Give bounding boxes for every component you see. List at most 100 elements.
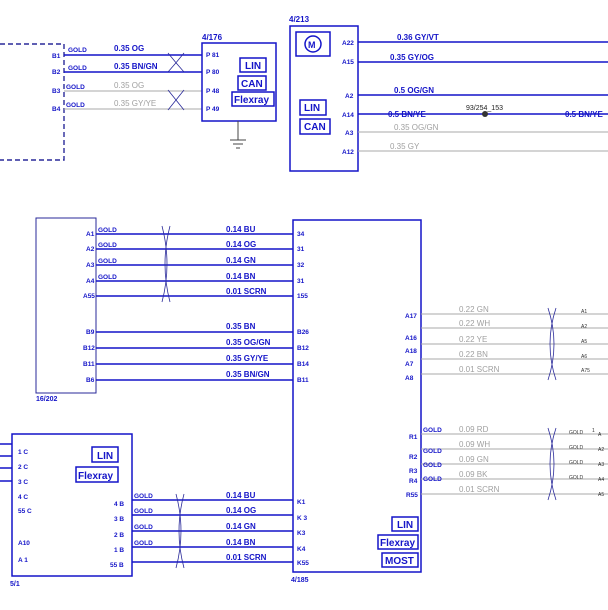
- gold-contact-label: GOLD: [134, 508, 153, 515]
- wire-label: 0.5 BN/YE: [565, 110, 603, 119]
- pin-label: A4: [598, 477, 604, 483]
- wire-label: 0.01 SCRN: [459, 365, 500, 374]
- pin-label: A16: [405, 335, 417, 342]
- pin-label: B3: [52, 88, 61, 95]
- pin-label: B4: [52, 106, 61, 113]
- pin-label: K4: [297, 546, 306, 553]
- pin-label: 4 B: [114, 501, 124, 508]
- gold-contact-label: GOLD: [569, 460, 584, 466]
- bus-box-flexray: [377, 534, 419, 550]
- pin-label: B12: [83, 345, 95, 352]
- wire-label: 0.09 RD: [459, 425, 489, 434]
- pin-label: B14: [297, 361, 309, 368]
- twisted-pair-marker: [175, 493, 185, 569]
- wire: [0, 443, 12, 482]
- pin-label: P 48: [206, 88, 220, 95]
- bus-box-lin: [91, 446, 119, 463]
- pin-label: R3: [409, 468, 418, 475]
- dashed-connector-top-left: [0, 43, 65, 161]
- gold-contact-label: GOLD: [66, 102, 85, 109]
- pin-label: A22: [342, 40, 354, 47]
- pin-label: A18: [405, 348, 417, 355]
- bus-label: MOST: [385, 556, 414, 567]
- ground-symbol: [230, 121, 246, 149]
- motor-label: M: [308, 40, 316, 50]
- pin-label: B12: [297, 345, 309, 352]
- wire-label: 0.09 WH: [459, 440, 490, 449]
- wire-label: 0.35 GY/YE: [226, 354, 269, 363]
- gold-contact-label: GOLD: [569, 445, 584, 451]
- pin-label: K55: [297, 560, 309, 567]
- pin-label: 2 B: [114, 532, 124, 539]
- pin-label: 3 C: [18, 479, 28, 486]
- component-4-185: [292, 219, 422, 573]
- pin-label: A2: [345, 93, 354, 100]
- left-pins-top: B1 B2 B3 B4 GOLD GOLD GOLD GOLD: [52, 47, 87, 113]
- gold-contact-label: GOLD: [98, 242, 117, 249]
- pin-label: A7: [405, 361, 414, 368]
- bus-box-can: [237, 75, 267, 91]
- bus-label: Flexray: [78, 471, 113, 482]
- splice-label: 93/254_153: [466, 105, 503, 112]
- gold-contact-label: GOLD: [569, 430, 584, 436]
- component-label: 4/185: [291, 577, 309, 584]
- pin-label: A: [598, 432, 602, 438]
- wire-label: 0.22 WH: [459, 319, 490, 328]
- bus-box-lin: [299, 99, 327, 116]
- wire-label: 0.35 OG/GN: [226, 338, 271, 347]
- pin-label: 4 C: [18, 494, 28, 501]
- bus-label: LIN: [97, 451, 113, 462]
- component-5-1: [11, 433, 133, 577]
- pin-label: 55 B: [110, 562, 124, 569]
- pin-label: P 80: [206, 69, 220, 76]
- pin-label: A8: [405, 375, 414, 382]
- component-label: 4/176: [202, 33, 223, 42]
- wire-label: 0.14 GN: [226, 256, 256, 265]
- wire-label: 0.14 OG: [226, 506, 256, 515]
- wire-label: 0.35 OG: [114, 81, 144, 90]
- pin-label: 55 C: [18, 508, 32, 515]
- gold-contact-label: GOLD: [134, 540, 153, 547]
- far-right-pins-b: GOLD GOLD GOLD GOLD 1 A A2 A3 A4 A5: [569, 428, 604, 498]
- pin-label: 1: [592, 428, 595, 434]
- wire-label: 0.35 GY/YE: [114, 99, 156, 108]
- gold-contact-label: GOLD: [68, 65, 87, 72]
- pin-label: A 1: [18, 557, 28, 564]
- wire-label: 0.14 BU: [226, 491, 256, 500]
- bus-box-flexray: [75, 466, 119, 483]
- splice-point-icon: [482, 111, 488, 117]
- wire-label: 0.35 BN/GN: [114, 62, 158, 71]
- twisted-pair-marker: [547, 307, 557, 381]
- gold-contact-label: GOLD: [98, 227, 117, 234]
- twisted-pair-marker: [161, 225, 171, 303]
- bus-box-lin: [391, 516, 419, 532]
- bus-box-most: [381, 552, 419, 568]
- wire-label: 0.14 OG: [226, 240, 256, 249]
- wire-label: 0.35 GY/OG: [390, 53, 434, 62]
- twisted-pair-marker: [167, 52, 185, 111]
- pin-label: 1 C: [18, 449, 28, 456]
- pin-label: 31: [297, 246, 305, 253]
- bus-box-flexray: [231, 91, 275, 107]
- pin-label: K 3: [297, 515, 308, 522]
- pin-label: A55: [83, 293, 95, 300]
- pin-label: B6: [86, 377, 95, 384]
- wire-label: 0.35 BN/GN: [226, 370, 270, 379]
- wire-label: 0.35 OG/GN: [394, 123, 439, 132]
- bus-label: Flexray: [234, 95, 269, 106]
- wire-label: 0.5 OG/GN: [394, 86, 434, 95]
- pin-label: A15: [342, 59, 354, 66]
- wire-label: 0.22 BN: [459, 350, 488, 359]
- pin-label: P 49: [206, 106, 220, 113]
- wire-label: 0.36 GY/VT: [397, 33, 439, 42]
- gold-contact-label: GOLD: [134, 524, 153, 531]
- pin-label: B1: [52, 53, 61, 60]
- bus-label: CAN: [241, 79, 263, 90]
- bus-label: LIN: [245, 61, 261, 72]
- wire-label: 0.35 BN: [226, 322, 256, 331]
- pin-label: K1: [297, 499, 306, 506]
- pin-label: 34: [297, 231, 305, 238]
- wire-label: 0.14 BN: [226, 538, 256, 547]
- motor-box: [295, 31, 331, 57]
